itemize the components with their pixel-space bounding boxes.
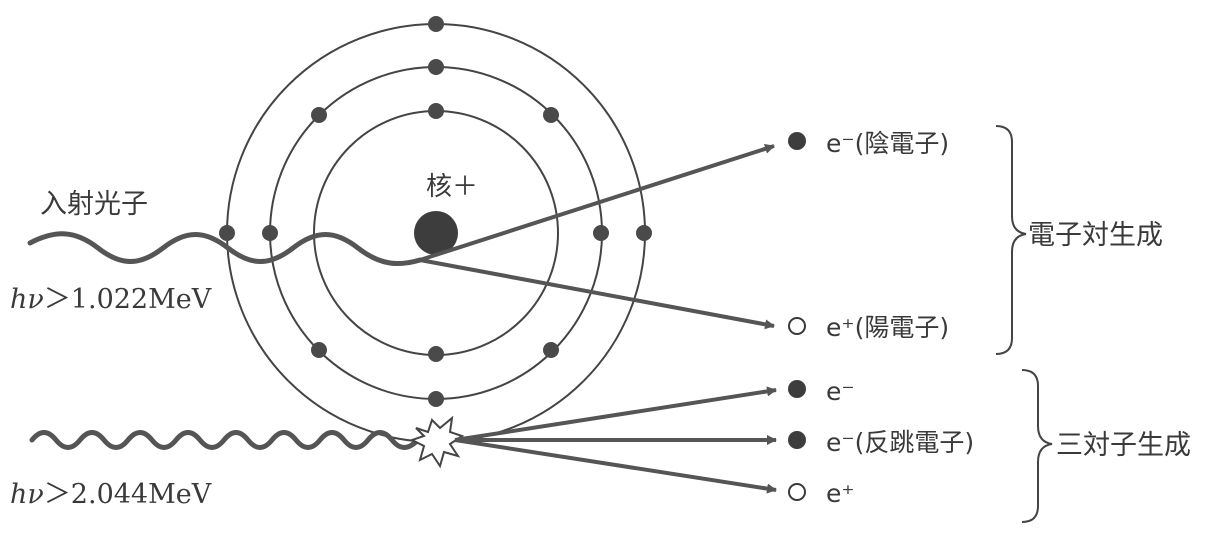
photon-2-energy: hν＞2.044MeV xyxy=(10,479,212,510)
orbital-electron xyxy=(543,107,559,123)
triplet-positron-arrow xyxy=(454,438,777,494)
orbital-electron xyxy=(636,225,652,241)
orbital-electron xyxy=(219,225,235,241)
incident-photon-wave-1 xyxy=(27,231,423,267)
triplet-production-brace xyxy=(1021,369,1053,523)
triplet-electron-dot xyxy=(788,380,806,398)
triplet-recoil-electron-label: e⁻(反跳電子) xyxy=(826,428,974,457)
pair-electron-dot xyxy=(788,132,806,150)
orbital-electron xyxy=(262,225,278,241)
orbital-electron xyxy=(593,225,609,241)
pair-positron-label: e⁺(陽電子) xyxy=(826,313,949,342)
triplet-positron-label: e⁺ xyxy=(826,479,855,508)
orbital-electron xyxy=(311,342,327,358)
nucleus-label: 核＋ xyxy=(426,172,478,202)
orbital-electron xyxy=(428,346,444,362)
pair-production-label: 電子対生成 xyxy=(1028,220,1163,251)
triplet-positron-dot xyxy=(788,483,806,501)
electron-track-arrow xyxy=(419,143,775,262)
photon-2-condition: ＞2.044MeV xyxy=(44,479,212,510)
photon-1-energy: hν＞1.022MeV xyxy=(10,284,212,315)
triplet-recoil-electron-dot xyxy=(788,431,806,449)
incident-photon-wave-2 xyxy=(29,430,421,450)
triplet-production-label: 三対子生成 xyxy=(1056,430,1191,461)
positron-track-arrow xyxy=(419,258,775,330)
orbital-electrons xyxy=(219,16,652,407)
pair-positron-dot xyxy=(788,317,806,335)
incident-photon-label: 入射光子 xyxy=(40,189,148,220)
triplet-electron-label: e⁻ xyxy=(826,377,855,406)
orbital-electron xyxy=(428,59,444,75)
interaction-burst-icon xyxy=(409,415,465,469)
photon-1-symbol: hν xyxy=(10,284,44,315)
photon-1-condition: ＞1.022MeV xyxy=(44,284,212,315)
orbital-electron xyxy=(311,107,327,123)
orbital-electron xyxy=(543,342,559,358)
pair-electron-label: e⁻(陰電子) xyxy=(826,129,949,158)
orbital-electron xyxy=(428,16,444,32)
nucleus xyxy=(414,211,458,255)
orbital-electron xyxy=(428,103,444,119)
orbital-electron xyxy=(428,391,444,407)
triplet-electron-arrow xyxy=(454,386,777,442)
pair-production-brace xyxy=(995,125,1027,355)
photon-2-symbol: hν xyxy=(10,479,44,510)
